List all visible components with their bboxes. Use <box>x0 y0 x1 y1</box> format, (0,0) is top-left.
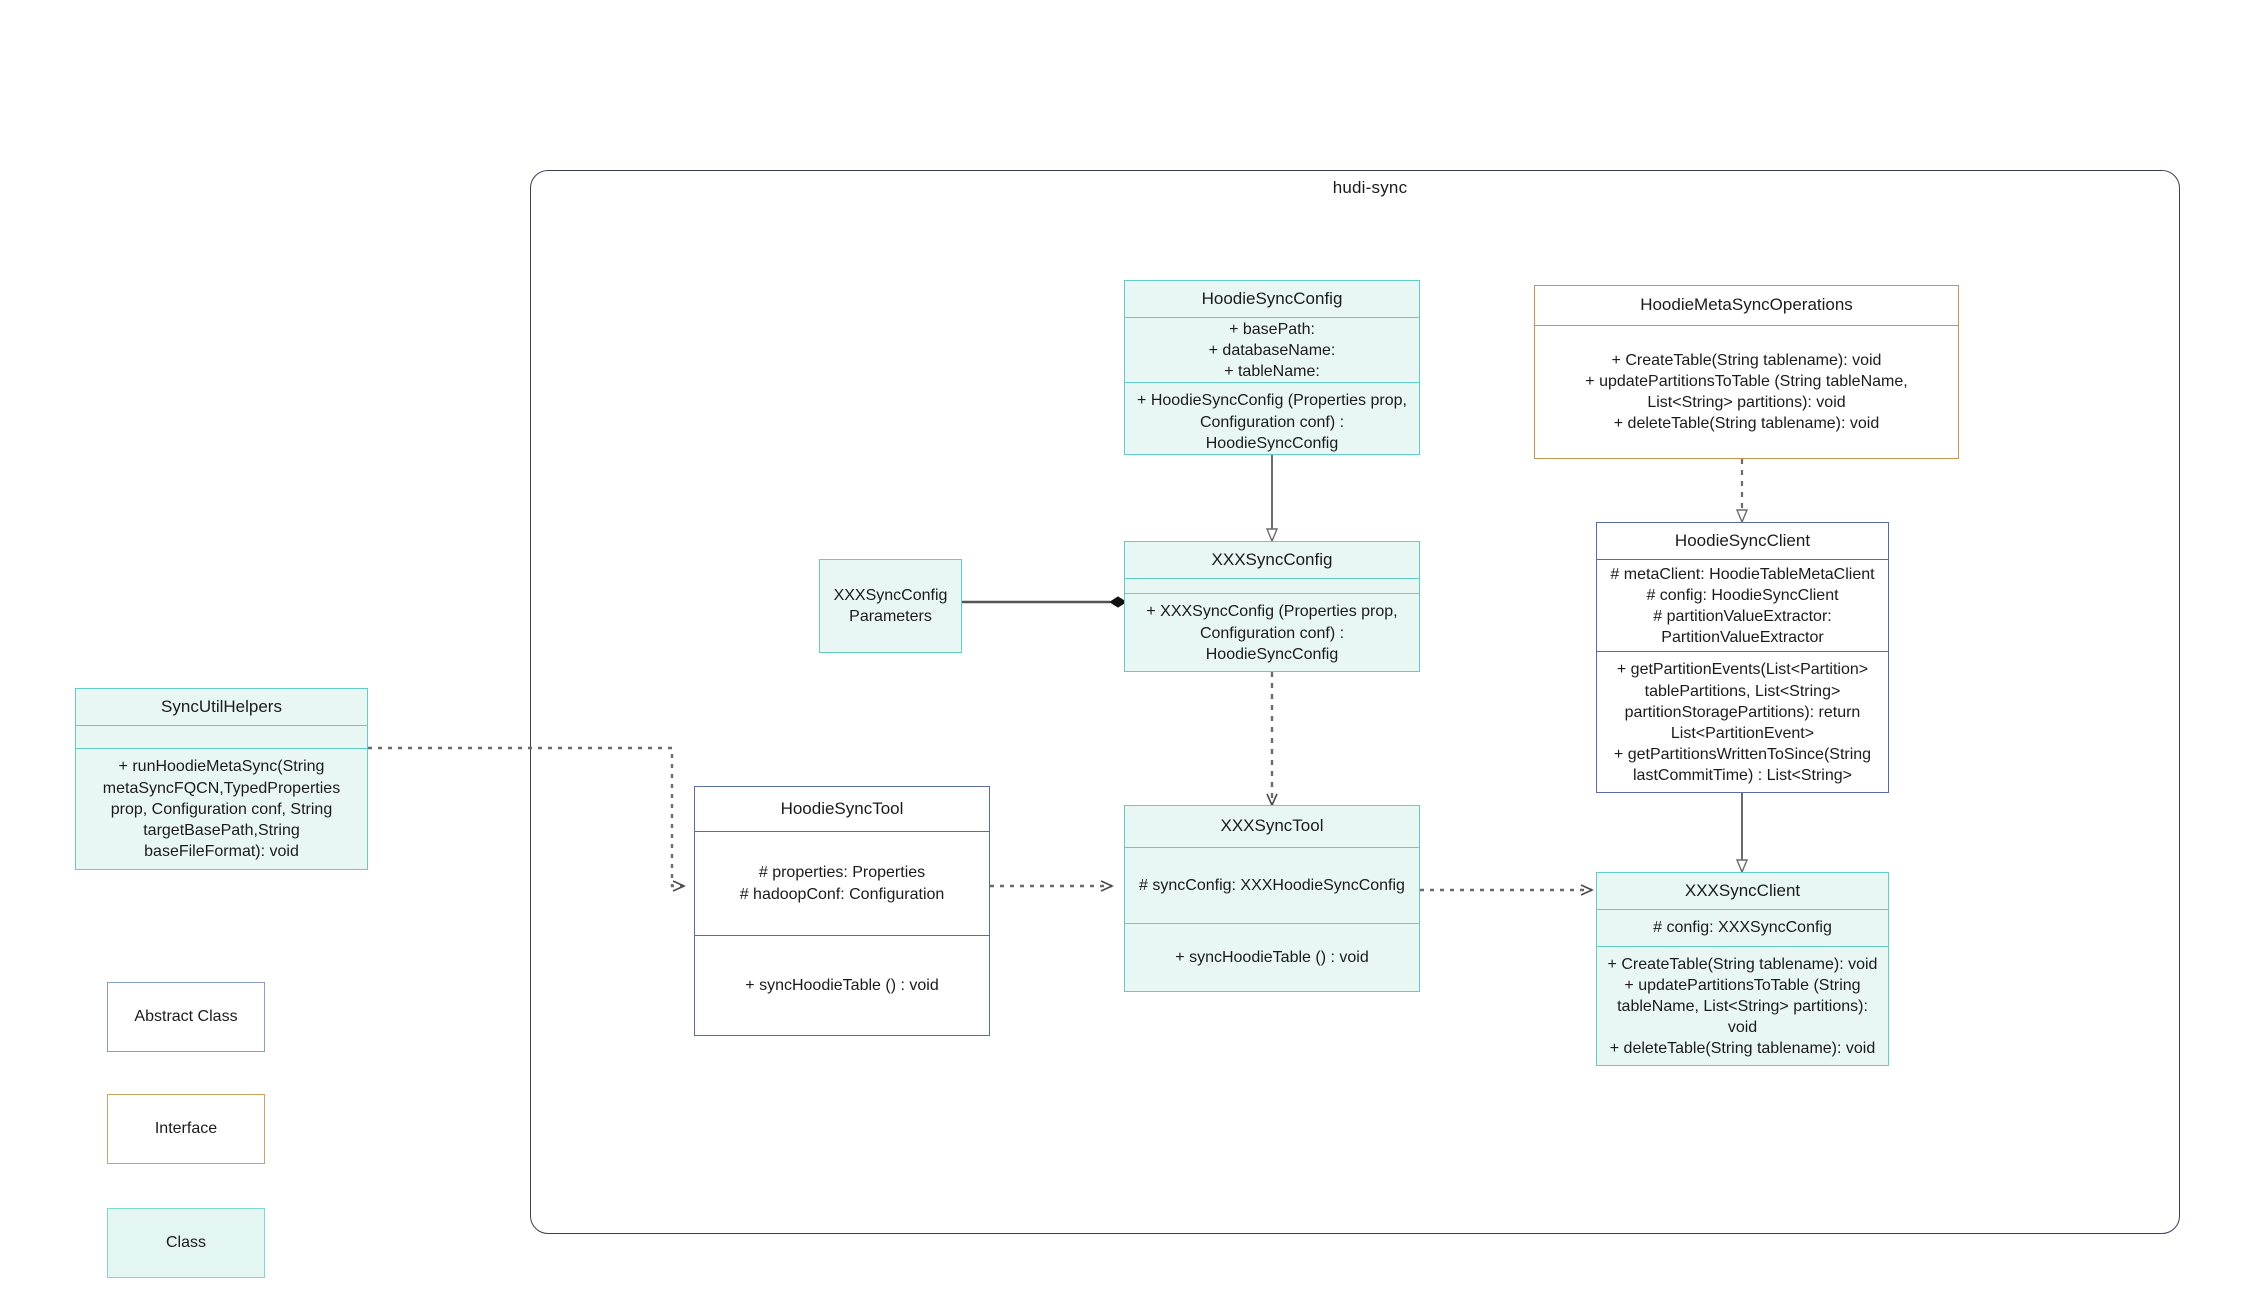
class-name-xxx-sync-client: XXXSyncClient <box>1684 881 1801 900</box>
class-attributes-sync-util-helpers <box>76 725 367 748</box>
class-name-xxx-sync-config: XXXSyncConfig <box>1211 550 1333 569</box>
class-attributes-xxx-sync-tool: # syncConfig: XXXHoodieSyncConfig <box>1125 847 1419 923</box>
class-name-hoodie-meta-sync-operations: HoodieMetaSyncOperations <box>1640 295 1853 315</box>
attribute-row: # metaClient: HoodieTableMetaClient <box>1610 565 1875 583</box>
class-hoodie-sync-client[interactable]: HoodieSyncClient # metaClient: HoodieTab… <box>1596 522 1889 793</box>
class-methods-xxx-sync-config: + XXXSyncConfig (Properties prop, Config… <box>1125 593 1419 671</box>
class-attributes-hoodie-sync-config: + basePath: + databaseName: + tableName: <box>1125 317 1419 382</box>
method-row: + CreateTable(String tablename): void <box>1611 351 1882 369</box>
class-methods-xxx-sync-tool: + syncHoodieTable () : void <box>1125 923 1419 991</box>
attribute-row: + basePath: <box>1229 320 1315 338</box>
method-row: + updatePartitionsToTable (String tableN… <box>1617 976 1868 1036</box>
class-hoodie-meta-sync-operations[interactable]: HoodieMetaSyncOperations + CreateTable(S… <box>1534 285 1959 459</box>
attribute-row: + databaseName: <box>1208 341 1336 359</box>
method-row: + getPartitionsWrittenToSince(String las… <box>1613 745 1872 784</box>
class-hoodie-sync-tool[interactable]: HoodieSyncTool # properties: Properties … <box>694 786 990 1036</box>
legend-class: Class <box>107 1208 265 1278</box>
package-hudi-sync <box>530 170 2180 1234</box>
package-title: hudi-sync <box>1332 178 1408 197</box>
legend-label: Abstract Class <box>134 1008 238 1025</box>
class-methods-sync-util-helpers: + runHoodieMetaSync(String metaSyncFQCN,… <box>76 748 367 869</box>
class-attributes-hoodie-sync-tool: # properties: Properties # hadoopConf: C… <box>695 831 989 935</box>
class-attributes-xxx-sync-client: # config: XXXSyncConfig <box>1597 909 1888 945</box>
class-xxx-sync-client[interactable]: XXXSyncClient # config: XXXSyncConfig + … <box>1596 872 1889 1066</box>
class-methods-hoodie-meta-sync-operations: + CreateTable(String tablename): void + … <box>1535 325 1958 458</box>
attribute-row: # properties: Properties <box>758 864 926 882</box>
class-name-hoodie-sync-tool: HoodieSyncTool <box>780 798 904 818</box>
method-row: + deleteTable(String tablename): void <box>1613 415 1880 433</box>
legend-label: Class <box>165 1234 206 1251</box>
legend-label: Interface <box>154 1120 218 1137</box>
method-row: + deleteTable(String tablename): void <box>1609 1039 1876 1057</box>
class-name-sync-util-helpers: SyncUtilHelpers <box>161 697 282 716</box>
attribute-row: # partitionValueExtractor: PartitionValu… <box>1653 607 1832 647</box>
legend-interface: Interface <box>107 1094 265 1164</box>
class-hoodie-sync-config[interactable]: HoodieSyncConfig + basePath: + databaseN… <box>1124 280 1420 455</box>
class-attributes-xxx-sync-config <box>1125 578 1419 593</box>
class-methods-hoodie-sync-client: + getPartitionEvents(List<Partition> tab… <box>1597 651 1888 793</box>
class-name-xxx-sync-config-parameters: XXXSyncConfigParameters <box>833 586 948 625</box>
class-methods-hoodie-sync-tool: + syncHoodieTable () : void <box>695 935 989 1035</box>
method-row: + CreateTable(String tablename): void <box>1607 955 1878 973</box>
method-row: + HoodieSyncConfig (Properties prop, Con… <box>1137 392 1407 452</box>
attribute-row: + tableName: <box>1224 363 1320 380</box>
attribute-row: # syncConfig: XXXHoodieSyncConfig <box>1139 876 1405 894</box>
method-row: + syncHoodieTable () : void <box>745 976 939 994</box>
attribute-row: # config: HoodieSyncClient <box>1646 586 1839 604</box>
method-row: + updatePartitionsToTable (String tableN… <box>1585 372 1908 411</box>
class-name-hoodie-sync-config: HoodieSyncConfig <box>1201 289 1343 308</box>
class-xxx-sync-config-parameters[interactable]: XXXSyncConfigParameters <box>819 559 962 653</box>
attribute-row: # hadoopConf: Configuration <box>739 885 945 903</box>
class-name-xxx-sync-tool: XXXSyncTool <box>1220 816 1324 836</box>
class-name-hoodie-sync-client: HoodieSyncClient <box>1674 531 1811 550</box>
attribute-row: # config: XXXSyncConfig <box>1653 919 1832 937</box>
method-row: + getPartitionEvents(List<Partition> tab… <box>1616 661 1869 742</box>
class-sync-util-helpers[interactable]: SyncUtilHelpers + runHoodieMetaSync(Stri… <box>75 688 368 870</box>
method-row: + syncHoodieTable () : void <box>1175 948 1369 966</box>
class-xxx-sync-tool[interactable]: XXXSyncTool # syncConfig: XXXHoodieSyncC… <box>1124 805 1420 992</box>
method-row: + XXXSyncConfig (Properties prop, Config… <box>1146 603 1398 663</box>
class-attributes-hoodie-sync-client: # metaClient: HoodieTableMetaClient # co… <box>1597 559 1888 651</box>
class-methods-xxx-sync-client: + CreateTable(String tablename): void + … <box>1597 945 1888 1067</box>
legend-abstract-class: Abstract Class <box>107 982 265 1052</box>
method-row: + runHoodieMetaSync(String metaSyncFQCN,… <box>102 758 341 860</box>
class-methods-hoodie-sync-config: + HoodieSyncConfig (Properties prop, Con… <box>1125 382 1419 460</box>
class-xxx-sync-config[interactable]: XXXSyncConfig + XXXSyncConfig (Propertie… <box>1124 541 1420 672</box>
